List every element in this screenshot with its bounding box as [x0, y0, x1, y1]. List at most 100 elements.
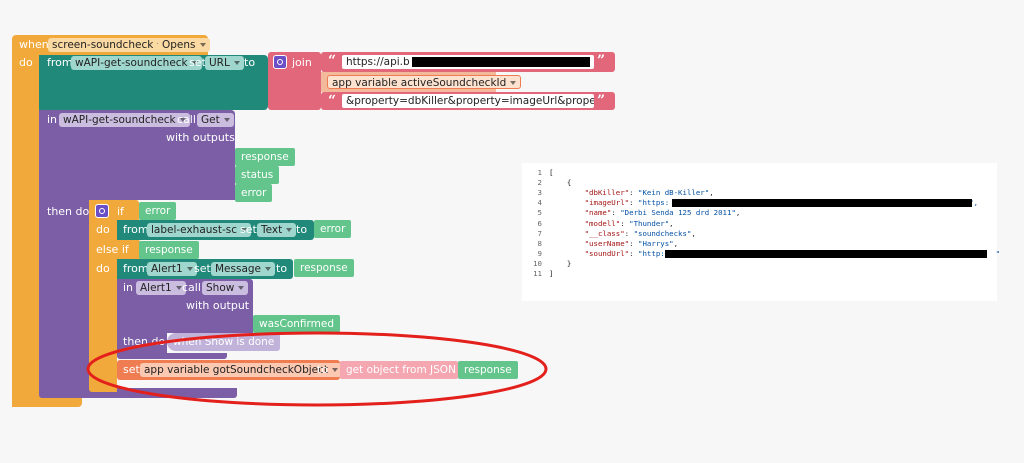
- json-comma: ",: [969, 198, 979, 208]
- json-value: "Derbi Senda 125 drd 2011": [620, 208, 736, 218]
- json-code-line: [: [549, 168, 553, 178]
- redacted-url-bar: [412, 57, 590, 67]
- json-line-number: 3: [537, 188, 542, 198]
- output-status[interactable]: status: [235, 166, 280, 184]
- json-comma: ,: [709, 188, 714, 198]
- highlight-ellipse: [86, 331, 548, 407]
- event-component-dropdown[interactable]: screen-soundcheck: [48, 38, 168, 52]
- json-key: "dbKiller": [584, 188, 630, 198]
- gear-icon[interactable]: [273, 55, 287, 69]
- json-code-line: "userName": "Harrys",: [584, 238, 679, 248]
- json-line-number: 8: [537, 238, 542, 248]
- output-response[interactable]: response: [235, 148, 295, 166]
- json-code-line: "__class": "soundchecks",: [584, 228, 696, 238]
- label-value-error[interactable]: error: [314, 220, 352, 238]
- else-if-header: [89, 240, 141, 260]
- json-value: "https:: [638, 198, 670, 208]
- to-label: to: [244, 56, 256, 69]
- json-code-line: ]: [549, 269, 553, 279]
- else-condition-response[interactable]: response: [139, 241, 199, 259]
- event-name-dropdown[interactable]: Opens: [158, 38, 210, 52]
- json-arg-response[interactable]: response: [458, 361, 518, 379]
- json-value: "soundchecks": [633, 228, 692, 238]
- open-quote-icon: “: [328, 53, 337, 69]
- json-bracket: }: [566, 258, 572, 268]
- redacted-value-bar: [672, 199, 972, 208]
- if-condition-error[interactable]: error: [139, 202, 177, 220]
- json-bracket: {: [566, 178, 572, 188]
- get-method-dropdown[interactable]: Get: [197, 113, 234, 127]
- json-code-line: "soundUrl": "http://": [584, 248, 1001, 258]
- alert-set-label: set: [194, 262, 211, 275]
- json-comma: ,: [735, 208, 741, 218]
- from-label: from: [47, 56, 73, 69]
- json-line-number: 9: [537, 248, 542, 258]
- when-label: when: [19, 38, 49, 51]
- set-url-component-dropdown[interactable]: wAPI-get-soundcheck: [71, 56, 202, 70]
- json-comma: ,: [669, 218, 674, 228]
- close-quote-icon-2: ”: [597, 93, 606, 109]
- get-object-from-json-block[interactable]: get object from JSON: [340, 361, 458, 379]
- call-get-body: [39, 200, 89, 390]
- if-label: if: [117, 205, 124, 218]
- if-gear-icon[interactable]: [95, 204, 109, 218]
- json-code-line: }: [549, 259, 571, 269]
- show-method-dropdown[interactable]: Show: [202, 281, 249, 295]
- json-line-number: 2: [537, 178, 542, 188]
- json-key: "imageUrl": [584, 198, 630, 208]
- url-property-dropdown[interactable]: URL: [205, 56, 244, 70]
- output-error[interactable]: error: [235, 184, 273, 202]
- json-value: "http://: [638, 248, 674, 258]
- label-set-label: set: [240, 223, 257, 236]
- json-bracket: ]: [549, 269, 554, 278]
- else-do-label: do: [96, 262, 110, 275]
- text-property-dropdown[interactable]: Text: [257, 223, 297, 237]
- json-value: "Harrys": [638, 238, 674, 248]
- alert-from-label: from: [123, 262, 149, 275]
- json-key: "userName": [584, 238, 630, 248]
- set-variable-to-label: to: [317, 363, 329, 376]
- call-show-footer: [117, 353, 227, 359]
- json-code-line: "modell": "Thunder",: [584, 218, 674, 228]
- json-line-number: 5: [537, 208, 542, 218]
- label-from-label: from: [123, 223, 149, 236]
- json-comma: ,: [691, 228, 696, 238]
- do-label: do: [19, 56, 33, 69]
- json-value: "Kein dB-Killer": [638, 188, 710, 198]
- set-label: set: [189, 56, 206, 69]
- json-line-number: 11: [533, 269, 542, 278]
- output-was-confirmed[interactable]: wasConfirmed: [253, 315, 341, 333]
- json-value: "Thunder": [629, 218, 670, 228]
- json-code-line: "name": "Derbi Senda 125 drd 2011",: [584, 208, 741, 218]
- json-line-number: 1: [537, 168, 542, 177]
- set-variable-set-label: set: [123, 363, 140, 376]
- json-line-number: 10: [533, 258, 542, 268]
- with-output-label: with output: [186, 299, 250, 312]
- json-bracket: [: [549, 168, 554, 177]
- join-label: join: [292, 56, 312, 69]
- event-block-footer: [12, 395, 82, 407]
- json-key: "__class": [584, 228, 625, 238]
- json-code-line: "dbKiller": "Kein dB-Killer",: [584, 188, 714, 198]
- with-outputs-label: with outputs: [166, 131, 235, 144]
- got-soundcheck-variable-dropdown[interactable]: app variable gotSoundcheckObject: [140, 363, 343, 377]
- json-code-line: "imageUrl": "https:",: [584, 198, 979, 208]
- label-component-dropdown[interactable]: label-exhaust-sc: [147, 223, 252, 237]
- message-property-dropdown[interactable]: Message: [211, 262, 276, 276]
- json-key: "soundUrl": [584, 248, 630, 258]
- show-call-label: call: [182, 281, 201, 294]
- json-code-line: {: [549, 178, 571, 188]
- label-to-label: to: [296, 223, 308, 236]
- active-soundcheck-variable[interactable]: app variable activeSoundcheckId: [327, 75, 522, 89]
- show-component-dropdown[interactable]: Alert1: [136, 281, 186, 295]
- then-do-label: then do: [47, 205, 90, 218]
- alert-component-dropdown[interactable]: Alert1: [147, 262, 197, 276]
- in-label: in: [47, 113, 58, 126]
- open-quote-icon-2: “: [328, 93, 337, 109]
- alert-value-response[interactable]: response: [294, 259, 354, 277]
- event-block-body: [12, 55, 39, 407]
- json-comma: ": [995, 248, 1001, 258]
- json-comma: ,: [673, 238, 679, 248]
- join-part3-text[interactable]: &property=dbKiller&property=imageUrl&pro…: [342, 94, 594, 108]
- call-get-component-dropdown[interactable]: wAPI-get-soundcheck: [59, 113, 190, 127]
